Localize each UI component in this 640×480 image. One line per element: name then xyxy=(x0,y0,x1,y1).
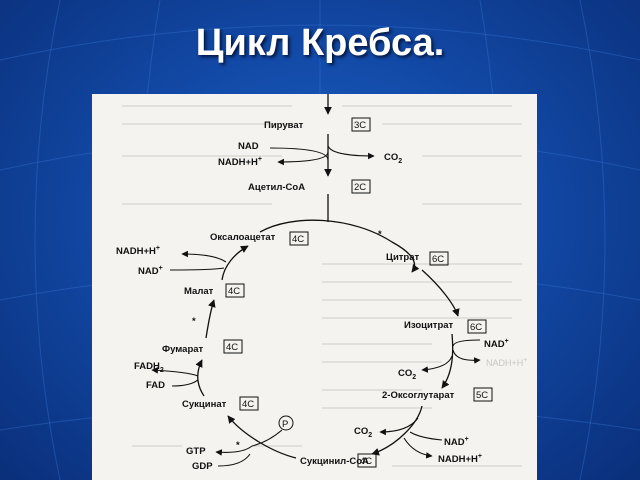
oxoglutarate-label: 2-Оксоглутарат xyxy=(382,390,455,401)
fumarate-carbon-count: 4C xyxy=(226,342,238,353)
gdp-label: GDP xyxy=(192,461,213,472)
idh-co2-label: CO2 xyxy=(398,368,416,381)
idh-main-arrow xyxy=(441,333,454,389)
citrate-carbon-box xyxy=(429,251,449,266)
fadh2-out-arrow xyxy=(151,367,199,377)
succinate-label: Сукцинат xyxy=(182,399,227,410)
oxaloacetate-carbon-count: 4C xyxy=(292,234,304,245)
malate-label: Малат xyxy=(184,286,214,297)
oxoglutarate-carbon-count: 5C xyxy=(476,390,488,401)
gdp-in-arrow xyxy=(217,453,251,467)
idh-co2-out-arrow xyxy=(421,355,453,373)
pyruvate-label: Пируват xyxy=(264,120,304,131)
pdh-nadh-label: NADH+H+ xyxy=(218,156,262,168)
isocitrate-label: Изоцитрат xyxy=(404,320,454,331)
idh-nad-in-arrow xyxy=(452,339,481,347)
sdh-main-arrow xyxy=(195,359,205,397)
isocitrate-carbon-count: 6C xyxy=(470,322,482,333)
idh-nadh-label: NADH+H+ xyxy=(486,357,527,368)
pdh-nad-in-arrow xyxy=(269,147,329,161)
phosphate-circle xyxy=(278,415,294,431)
isocitrate-carbon-box xyxy=(467,319,487,334)
phosphate-transfer-line xyxy=(251,429,283,447)
pdh-nadh-out-arrow xyxy=(277,151,329,166)
cycle-arc-citrate-synthase xyxy=(259,219,420,273)
fad-label: FAD xyxy=(146,380,165,391)
idh-nadh-out-arrow xyxy=(452,349,481,364)
mdh-main-arrow xyxy=(221,245,249,281)
slide-title: Цикл Кребса. xyxy=(195,22,445,64)
mdh-nad-label: NAD+ xyxy=(138,265,163,277)
ogdh-co2-out-arrow xyxy=(379,417,419,436)
succinate-carbon-box xyxy=(239,396,259,411)
pyruvate-carbon-count: 3C xyxy=(354,120,366,131)
mdh-nadh-label: NADH+H+ xyxy=(116,245,160,257)
citrate-label: Цитрат xyxy=(386,252,420,263)
faint-background-text xyxy=(122,105,522,467)
phosphate-label: P xyxy=(282,419,288,430)
oxoglutarate-carbon-box xyxy=(473,387,493,402)
oxaloacetate-carbon-box xyxy=(289,231,309,246)
gtp-label: GTP xyxy=(186,446,206,457)
fumarase-marker: * xyxy=(192,316,196,327)
scs-marker: * xyxy=(236,440,240,451)
pdh-co2-out-arrow xyxy=(327,145,375,160)
mdh-nad-in-arrow xyxy=(169,267,225,271)
ogdh-nadh-out-arrow xyxy=(403,437,433,459)
succinyl-coa-carbon-count: 4C xyxy=(360,456,372,467)
succinyl-coa-label: Сукцинил-CoA xyxy=(300,456,369,467)
scs-main-arrow xyxy=(227,415,297,459)
pyruvate-carbon-box xyxy=(351,117,371,132)
mdh-nadh-out-arrow xyxy=(181,250,227,263)
ogdh-nadh-label: NADH+H+ xyxy=(438,453,482,465)
fumarate-label: Фумарат xyxy=(162,344,204,355)
ogdh-nad-in-arrow xyxy=(409,431,443,441)
acetyl-coa-carbon-box xyxy=(351,179,371,194)
fad-in-arrow xyxy=(171,379,199,387)
ogdh-main-arrow xyxy=(371,405,423,456)
malate-carbon-count: 4C xyxy=(228,286,240,297)
aconitase-arrow xyxy=(421,269,460,317)
gtp-out-arrow xyxy=(215,445,253,456)
diagram-canvas: Пируват 3C NAD NADH+H+ CO2 Ацетил-CoA 2C… xyxy=(116,94,527,472)
fadh2-label: FADH2 xyxy=(134,361,164,374)
succinate-carbon-count: 4C xyxy=(242,399,254,410)
malate-carbon-box xyxy=(225,283,245,298)
fumarate-carbon-box xyxy=(223,339,243,354)
ogdh-nad-label: NAD+ xyxy=(444,436,469,448)
idh-nad-label: NAD+ xyxy=(484,338,509,350)
pdh-co2-label: CO2 xyxy=(384,152,402,165)
acetyl-coa-carbon-count: 2C xyxy=(354,182,366,193)
acetyl-coa-label: Ацетил-CoA xyxy=(248,182,305,193)
krebs-cycle-diagram: Пируват 3C NAD NADH+H+ CO2 Ацетил-CoA 2C… xyxy=(92,94,537,480)
ogdh-co2-label: CO2 xyxy=(354,426,372,439)
citrate-carbon-count: 6C xyxy=(432,254,444,265)
oxaloacetate-label: Оксалоацетат xyxy=(210,232,276,243)
succinyl-coa-carbon-box xyxy=(357,453,377,468)
fumarase-arrow xyxy=(205,299,216,339)
pdh-nad-label: NAD xyxy=(238,141,259,152)
citrate-synthase-marker: * xyxy=(378,229,382,240)
